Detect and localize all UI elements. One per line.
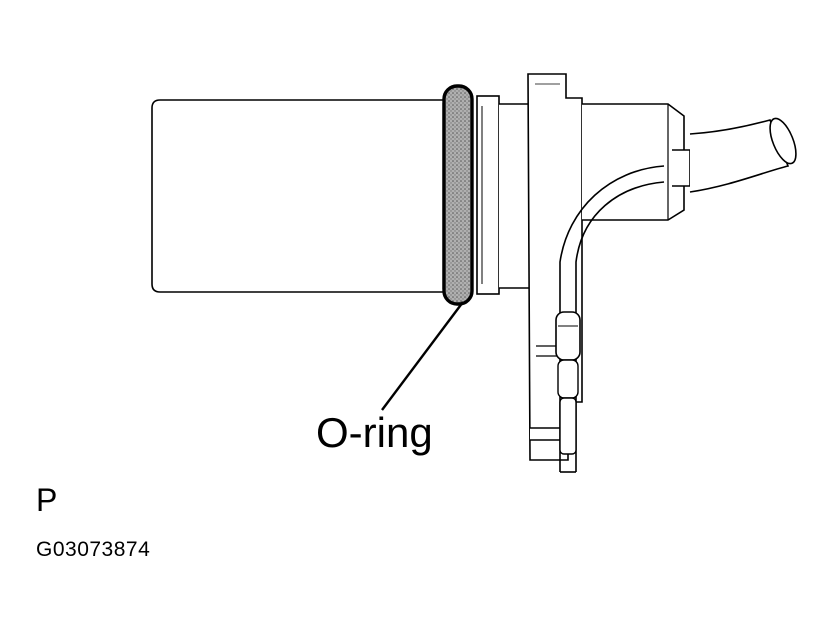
sensor-neck xyxy=(499,103,531,289)
backing-ring xyxy=(476,95,500,295)
view-letter: P xyxy=(36,482,58,518)
o-ring xyxy=(442,84,474,306)
figure-id: G03073874 xyxy=(36,538,151,561)
sensor-body xyxy=(151,99,449,293)
o-ring-callout-label: O-ring xyxy=(316,409,433,456)
connector-housing xyxy=(582,103,691,221)
wire-harness xyxy=(555,165,665,473)
callout-leader-line xyxy=(381,301,464,411)
main-cable xyxy=(689,117,797,193)
